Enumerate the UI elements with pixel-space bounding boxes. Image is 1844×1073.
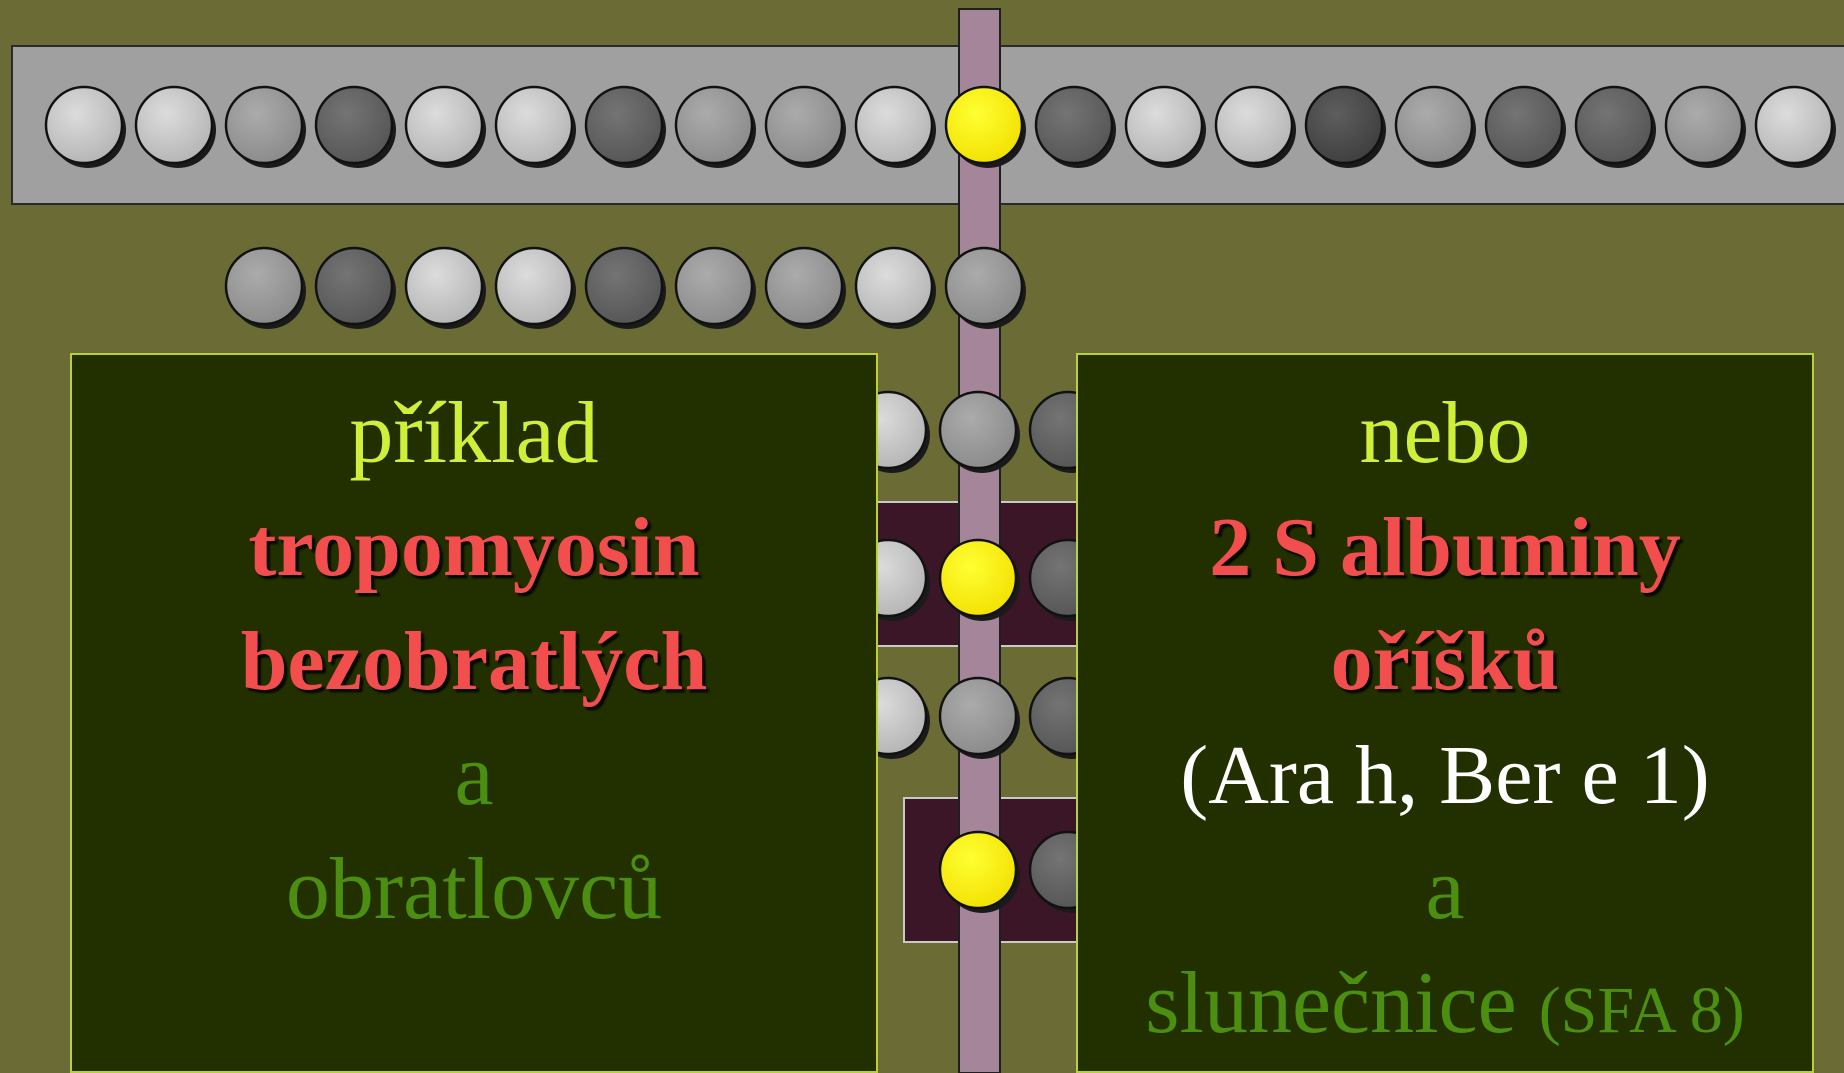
- highlighted-bead: [938, 538, 1020, 621]
- bead: [1124, 85, 1206, 168]
- bead: [224, 246, 306, 329]
- right-line-nuts: oříšků: [1330, 615, 1560, 708]
- bead: [674, 246, 756, 329]
- bead: [1214, 85, 1296, 168]
- bead: [1394, 85, 1476, 168]
- bead: [674, 85, 756, 168]
- bead: [1484, 85, 1566, 168]
- left-line-invertebrates: bezobratlých: [240, 615, 708, 708]
- right-line-and: a: [1425, 841, 1465, 938]
- sfa8-label: (SFA 8): [1538, 974, 1745, 1047]
- bead: [494, 246, 576, 329]
- bead: [1754, 85, 1836, 168]
- bead: [584, 246, 666, 329]
- bead: [938, 676, 1020, 759]
- bead: [854, 246, 936, 329]
- highlighted-bead: [944, 85, 1026, 168]
- bead: [404, 85, 486, 168]
- bead: [494, 85, 576, 168]
- bead: [404, 246, 486, 329]
- bead: [944, 246, 1026, 329]
- right-line-sunflower: slunečnice (SFA 8): [1078, 947, 1812, 1068]
- bead: [1034, 85, 1116, 168]
- bead: [854, 85, 936, 168]
- left-line-and: a: [454, 727, 494, 824]
- right-line-allergen-codes: (Ara h, Ber e 1): [1180, 729, 1710, 822]
- bead: [938, 390, 1020, 473]
- right-line-or: nebo: [1359, 385, 1531, 482]
- bead: [764, 246, 846, 329]
- right-line-albumins: 2 S albuminy: [1209, 501, 1681, 594]
- bead: [314, 246, 396, 329]
- highlighted-bead: [938, 830, 1020, 913]
- sunflower-label: slunečnice: [1145, 955, 1517, 1052]
- left-line-example: příklad: [349, 385, 599, 482]
- bead: [764, 85, 846, 168]
- bead: [314, 85, 396, 168]
- left-line-tropomyosin: tropomyosin: [248, 501, 700, 594]
- bead: [44, 85, 126, 168]
- right-text-panel: nebo 2 S albuminy oříšků (Ara h, Ber e 1…: [1076, 353, 1814, 1073]
- left-line-vertebrates: obratlovců: [285, 841, 663, 938]
- bead: [1304, 85, 1386, 168]
- bead: [1664, 85, 1746, 168]
- left-text-panel: příklad tropomyosin bezobratlých a obrat…: [70, 353, 878, 1073]
- bead: [224, 85, 306, 168]
- bead: [1574, 85, 1656, 168]
- bead: [584, 85, 666, 168]
- bead: [134, 85, 216, 168]
